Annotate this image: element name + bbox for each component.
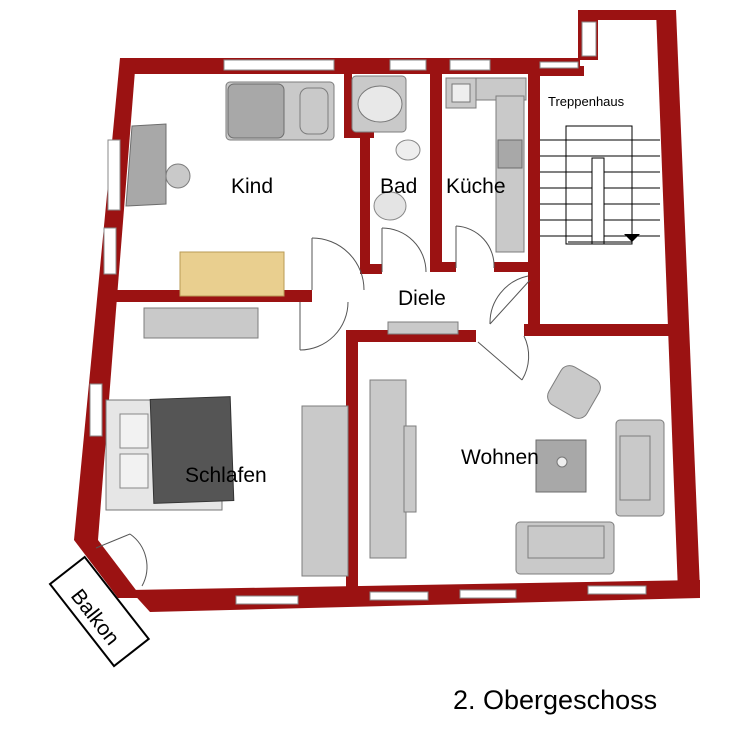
desk-icon xyxy=(125,123,167,207)
kitchen-sink-icon xyxy=(451,83,471,103)
stairs xyxy=(540,125,660,245)
bad-furniture xyxy=(351,75,421,221)
armchair-icon xyxy=(547,365,601,419)
kueche-furniture xyxy=(445,77,527,253)
room-label-kind: Kind xyxy=(231,175,273,198)
wohnen-furniture xyxy=(369,365,665,575)
plan-caption: 2. Obergeschoss xyxy=(453,685,657,715)
stove-icon xyxy=(497,139,523,169)
wooden-desk-icon xyxy=(179,251,285,297)
balkon xyxy=(48,555,151,668)
wardrobe-icon xyxy=(301,405,349,577)
bathtub-icon xyxy=(357,85,403,123)
stair-arrow-icon xyxy=(624,234,640,242)
toilet-icon xyxy=(395,139,421,161)
room-label-schlafen: Schlafen xyxy=(185,464,267,487)
schlafen-furniture xyxy=(105,307,349,577)
windows xyxy=(89,21,647,605)
sideboard-icon xyxy=(387,321,459,335)
kind-furniture xyxy=(125,81,335,297)
room-label-kueche: Küche xyxy=(446,175,506,198)
sink-icon xyxy=(373,191,407,221)
room-label-bad: Bad xyxy=(380,175,417,198)
diele-furniture xyxy=(387,321,459,335)
doors xyxy=(95,225,531,587)
room-label-treppenhaus: Treppenhaus xyxy=(548,94,625,109)
room-label-wohnen: Wohnen xyxy=(461,446,539,469)
room-label-diele: Diele xyxy=(398,287,446,310)
dresser-icon xyxy=(143,307,259,339)
chair-icon xyxy=(165,163,191,189)
shelf-icon xyxy=(369,379,407,559)
